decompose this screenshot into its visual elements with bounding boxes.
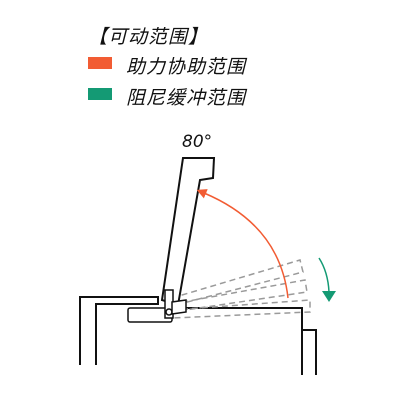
ghost-door-positions — [171, 259, 311, 319]
assist-range-label: 助力协助范围 — [126, 56, 247, 78]
ghost-door-3 — [171, 259, 304, 307]
damper-range-arc — [318, 257, 330, 293]
damper-arrowhead — [322, 291, 336, 302]
damper-range-swatch — [88, 88, 112, 100]
open-angle-label: 80° — [182, 132, 213, 152]
cabinet-side-panel — [302, 329, 317, 375]
ghost-door-2 — [171, 279, 308, 313]
open-door-panel — [160, 157, 216, 307]
hinge-mechanism — [127, 289, 187, 323]
cabinet-body — [79, 296, 159, 365]
legend-title: 【可动范围】 — [88, 26, 209, 48]
hinge-pivot — [165, 308, 173, 316]
damper-range-label: 阻尼缓冲范围 — [126, 87, 247, 109]
assist-range-arrow — [196, 189, 289, 299]
cabinet-top-panel — [165, 307, 303, 375]
legend: 【可动范围】 助力协助范围 阻尼缓冲范围 — [0, 0, 400, 110]
hinge-cup — [171, 299, 187, 315]
assist-range-swatch — [88, 57, 112, 69]
